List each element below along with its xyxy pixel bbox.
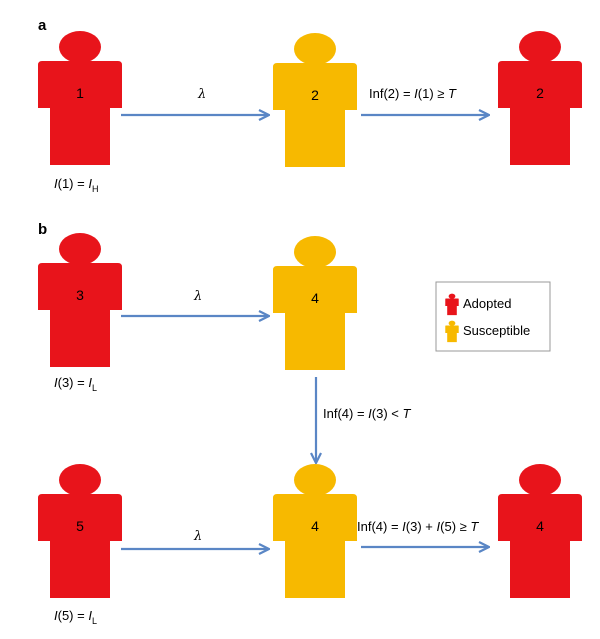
person-head [519, 31, 561, 63]
person-number: 4 [311, 518, 319, 534]
caption-influence-1: I(1) = IH [54, 176, 98, 194]
legend-susceptible-label: Susceptible [463, 323, 530, 338]
person-3-adopted: 3 [38, 233, 122, 367]
person-head [59, 31, 101, 63]
legend-adopted-label: Adopted [463, 296, 511, 311]
person-number: 2 [536, 85, 544, 101]
lambda-label-b2: λ [193, 529, 202, 544]
person-head [294, 33, 336, 65]
caption-influence-5: I(5) = IL [54, 608, 97, 626]
panel-a-label: a [38, 17, 47, 34]
person-head [59, 464, 101, 496]
person-number: 4 [536, 518, 544, 534]
person-body [273, 266, 357, 370]
person-4-susceptible: 4 [273, 236, 357, 370]
threshold-label-b-right: Inf(4) = I(3) + I(5) ≥ T [357, 519, 479, 534]
threshold-label-a: Inf(2) = I(1) ≥ T [369, 86, 457, 101]
person-body [498, 61, 582, 165]
person-body [38, 494, 122, 598]
person-1-adopted: 1 [38, 31, 122, 165]
person-body [38, 263, 122, 367]
person-body [445, 325, 459, 343]
person-4-adopted: 4 [498, 464, 582, 598]
legend-adopted-icon [445, 293, 459, 316]
person-head [519, 464, 561, 496]
threshold-label-b-down: Inf(4) = I(3) < T [323, 406, 412, 421]
person-head [448, 293, 456, 299]
person-number: 2 [311, 87, 319, 103]
person-body [445, 298, 459, 316]
person-head [294, 464, 336, 496]
person-head [294, 236, 336, 268]
person-4-susceptible-updated: 4 [273, 464, 357, 598]
person-number: 5 [76, 518, 84, 534]
person-head [59, 233, 101, 265]
person-head [448, 320, 456, 326]
lambda-label-a: λ [197, 87, 206, 102]
person-body [273, 63, 357, 167]
legend: Adopted Susceptible [435, 281, 551, 352]
person-2-adopted: 2 [498, 31, 582, 165]
person-body [498, 494, 582, 598]
legend-susceptible-icon [445, 320, 459, 343]
person-2-susceptible: 2 [273, 33, 357, 167]
person-5-adopted: 5 [38, 464, 122, 598]
lambda-label-b1: λ [193, 289, 202, 304]
person-body [273, 494, 357, 598]
caption-influence-3: I(3) = IL [54, 375, 97, 393]
person-number: 3 [76, 287, 84, 303]
panel-b-label: b [38, 221, 47, 238]
person-number: 1 [76, 85, 84, 101]
person-body [38, 61, 122, 165]
person-number: 4 [311, 290, 319, 306]
